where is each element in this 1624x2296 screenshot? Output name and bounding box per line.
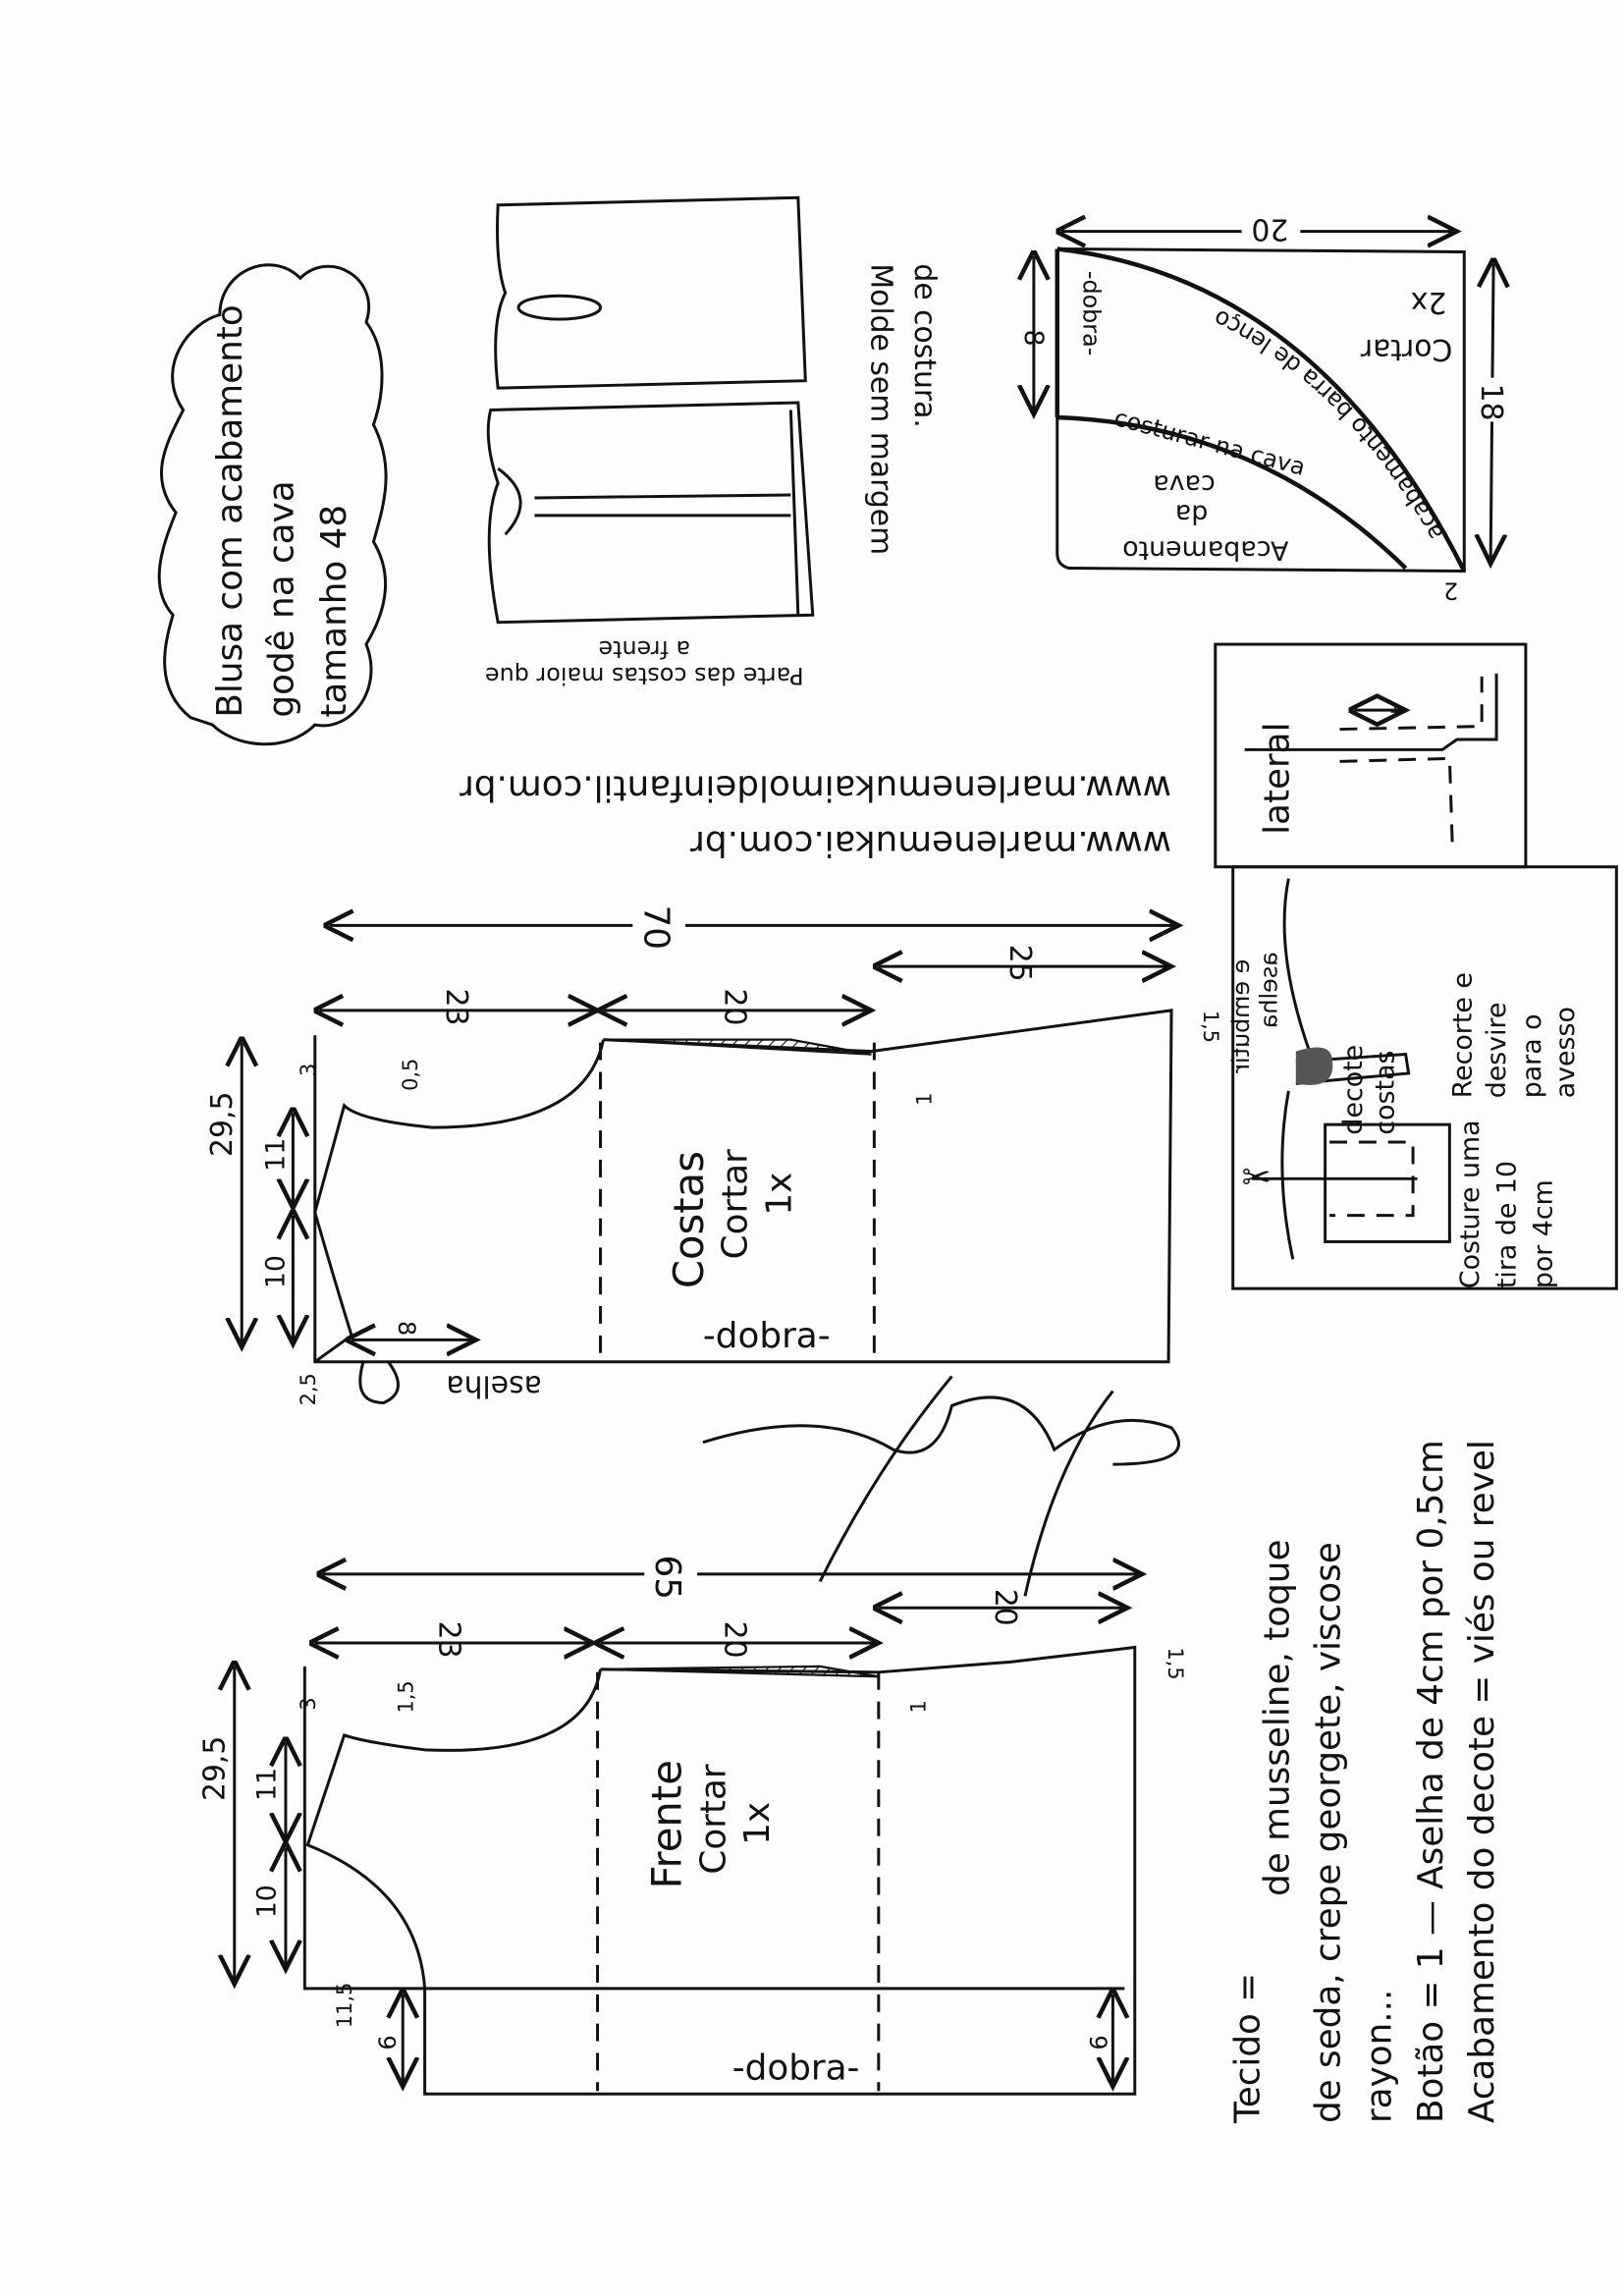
front-neck: 10: [252, 1885, 283, 1918]
title-line-2: godê na cava: [261, 480, 301, 717]
back-name: Costas: [665, 1151, 713, 1288]
title-line-1: Blusa com acabamento: [210, 304, 250, 717]
front-cut: Cortar: [693, 1764, 733, 1874]
step2-line-2: costas: [1371, 1051, 1401, 1135]
back-side-drop: 1,5: [1199, 1011, 1222, 1043]
front-piece: 65 23 20 20 1,5 29,5 10 11 3 1,5 11,5 6 …: [197, 1545, 1187, 2096]
blouse-sketch: Parte das costas maior que a frente: [484, 195, 815, 688]
back-waist: 1: [913, 1092, 937, 1105]
back-piece: 70 23 20 25 1,5 29,5 10 11 3 0,5 1 Costa…: [205, 896, 1222, 1405]
front-shoulder-width: 11: [252, 1768, 283, 1801]
fabric-notes: Tecido = de musseline, toque de seda, cr…: [1228, 1440, 1503, 2124]
godet-cut-count: 2x: [1411, 285, 1447, 319]
scissors-icon: ✂: [1242, 1158, 1272, 1198]
step3-line-3: para o: [1517, 1013, 1547, 1098]
godet-finish-line-1: Acabamento: [1122, 535, 1288, 566]
front-hem: 20: [988, 1589, 1022, 1626]
back-loop-offset: 2,5: [297, 1373, 320, 1405]
back-loop-pos: 8: [393, 1321, 420, 1336]
step4-line-2: aselha: [1255, 952, 1282, 1028]
back-count: 1x: [759, 1173, 799, 1216]
back-fold: -dobra-: [703, 1316, 831, 1356]
title-cloud: Blusa com acabamento godê na cava tamanh…: [157, 263, 388, 746]
back-neck-drop: 3: [297, 1064, 320, 1076]
front-side-drop: 1,5: [1164, 1647, 1187, 1679]
step3-line-2: desvire: [1482, 1003, 1512, 1099]
notes-line-4: Botão = 1 — Aselha de 4cm por 0,5cm: [1411, 1440, 1451, 2123]
godet-width: 20: [1251, 212, 1288, 246]
step4-line-1: e embutir: [1227, 959, 1255, 1073]
godet-finish-line-3: cava: [1153, 469, 1216, 500]
sketch-note-box: Parte das costas maior que a frente: [484, 635, 804, 688]
step3-line-1: Recorte e: [1448, 972, 1479, 1098]
title-line-3: tamanho 48: [314, 505, 354, 718]
sketch-note: Parte das costas maior que a frente: [484, 635, 804, 688]
loop-icon: [358, 1360, 400, 1404]
mold-note-line-1: Molde sem margem: [863, 263, 897, 555]
godet-offset: 2: [1443, 576, 1458, 604]
back-shoulder: 23: [439, 988, 473, 1025]
lateral-label: lateral: [1257, 722, 1297, 834]
godet-finish-line-2: da: [1175, 498, 1208, 528]
step1-line-1: Costure uma: [1455, 1120, 1486, 1288]
front-placket-2: 6: [1085, 2035, 1112, 2050]
notes-line-3: rayon...: [1360, 1990, 1400, 2123]
back-cut: Cortar: [716, 1149, 756, 1259]
lateral-detail: lateral 4: [1214, 642, 1528, 869]
front-fold: -dobra-: [732, 2048, 860, 2088]
front-count: 1x: [737, 1802, 778, 1845]
signature: [702, 1375, 1180, 1597]
front-neck-depth: 11,5: [333, 1983, 356, 2028]
front-placket: 6: [374, 2035, 402, 2050]
mold-note-line-2: de costura.: [907, 263, 942, 428]
website-line-1: www.marlenemukaimoldeinfantil.com.br: [460, 767, 1171, 807]
godet-fold-label: -dobra-: [1078, 271, 1106, 355]
back-hem: 25: [1002, 945, 1037, 982]
notes-line-5: Acabamento do decote = viés ou revel: [1462, 1440, 1502, 2123]
back-shoulder-width: 11: [260, 1138, 291, 1172]
website-line-2: www.marlenemukai.com.br: [690, 823, 1171, 863]
back-width: 29,5: [205, 1092, 240, 1157]
front-neck-drop: 3: [297, 1697, 320, 1710]
front-waist: 1: [907, 1700, 931, 1713]
back-loop-label: aselha: [446, 1369, 542, 1403]
mold-note: Molde sem margem de costura.: [863, 263, 942, 555]
front-width: 29,5: [197, 1736, 232, 1801]
godet-cut-label: Cortar: [1360, 332, 1452, 366]
back-armhole: 20: [717, 988, 751, 1025]
back-length: 70: [635, 904, 676, 950]
back-neck: 10: [260, 1255, 291, 1288]
godet-height: 18: [1474, 384, 1508, 421]
notes-line-1: de musseline, toque: [1257, 1540, 1297, 1896]
lateral-measure: 4: [1386, 703, 1410, 716]
godet-armhole-piece: 20 18 8 2 -dobra- 2x Cortar acabamento b…: [1018, 212, 1511, 604]
step2-line-1: decote: [1338, 1045, 1369, 1135]
front-name: Frente: [643, 1760, 691, 1888]
step1-line-3: por 4cm: [1529, 1179, 1559, 1288]
step1-line-2: tira de 10: [1491, 1161, 1522, 1288]
back-armhole-depth: 0,5: [399, 1059, 422, 1091]
instructions-box: e embutir aselha decote costas Recorte e…: [1227, 865, 1618, 1290]
front-length: 65: [647, 1556, 687, 1601]
cloud-outline: [157, 263, 388, 746]
fabric-label: Tecido =: [1228, 1973, 1269, 2124]
step3-line-4: avesso: [1550, 1007, 1581, 1098]
front-armhole-depth: 1,5: [395, 1680, 418, 1713]
notes-line-2: de seda, crepe georgete, viscose: [1309, 1542, 1349, 2123]
front-armhole: 20: [717, 1621, 751, 1659]
godet-fold-height: 8: [1018, 329, 1049, 346]
websites: www.marlenemukaimoldeinfantil.com.br www…: [460, 767, 1171, 863]
front-shoulder: 23: [432, 1621, 466, 1659]
